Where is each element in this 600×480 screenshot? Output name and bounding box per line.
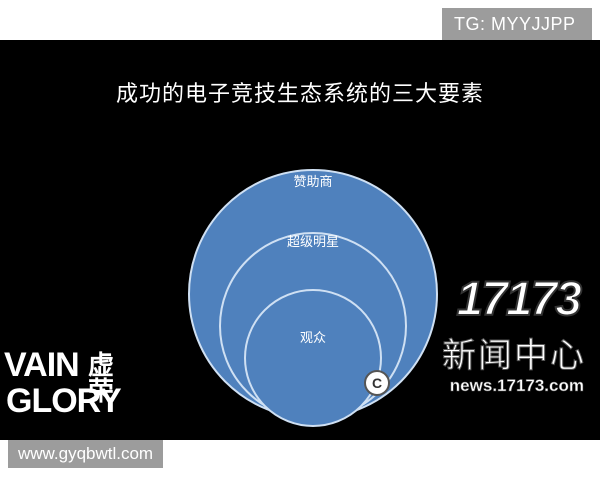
vainglory-logo: VAIN 虚荣 GLORY [4, 344, 134, 424]
logo-vain-text: VAIN [4, 346, 80, 384]
watermark-c-icon: C [364, 370, 390, 396]
logo-cjk-text: 虚荣 [88, 350, 114, 406]
news-17173-watermark: 17173 新闻中心 C news.17173.com [360, 272, 590, 402]
nested-circles-diagram: 赞助商 超级明星 观众 [188, 169, 438, 427]
slide-title: 成功的电子竞技生态系统的三大要素 [115, 82, 484, 107]
label-audience: 观众 [300, 331, 326, 346]
slide: 成功的电子竞技生态系统的三大要素 赞助商 超级明星 观众 VAIN 虚荣 GLO… [0, 40, 600, 440]
watermark-subtitle: 新闻中心 [442, 336, 586, 377]
label-sponsors: 赞助商 [293, 175, 332, 190]
logo-glory-text: GLORY [6, 382, 122, 420]
watermark-brand: 17173 [456, 272, 584, 327]
bottom-watermark-tag: www.gyqbwtl.com [8, 440, 164, 468]
circle-inner [244, 289, 382, 427]
label-superstars: 超级明星 [287, 235, 339, 250]
top-watermark-tag: TG: MYYJJPP [442, 8, 592, 40]
watermark-url: news.17173.com [449, 376, 585, 396]
